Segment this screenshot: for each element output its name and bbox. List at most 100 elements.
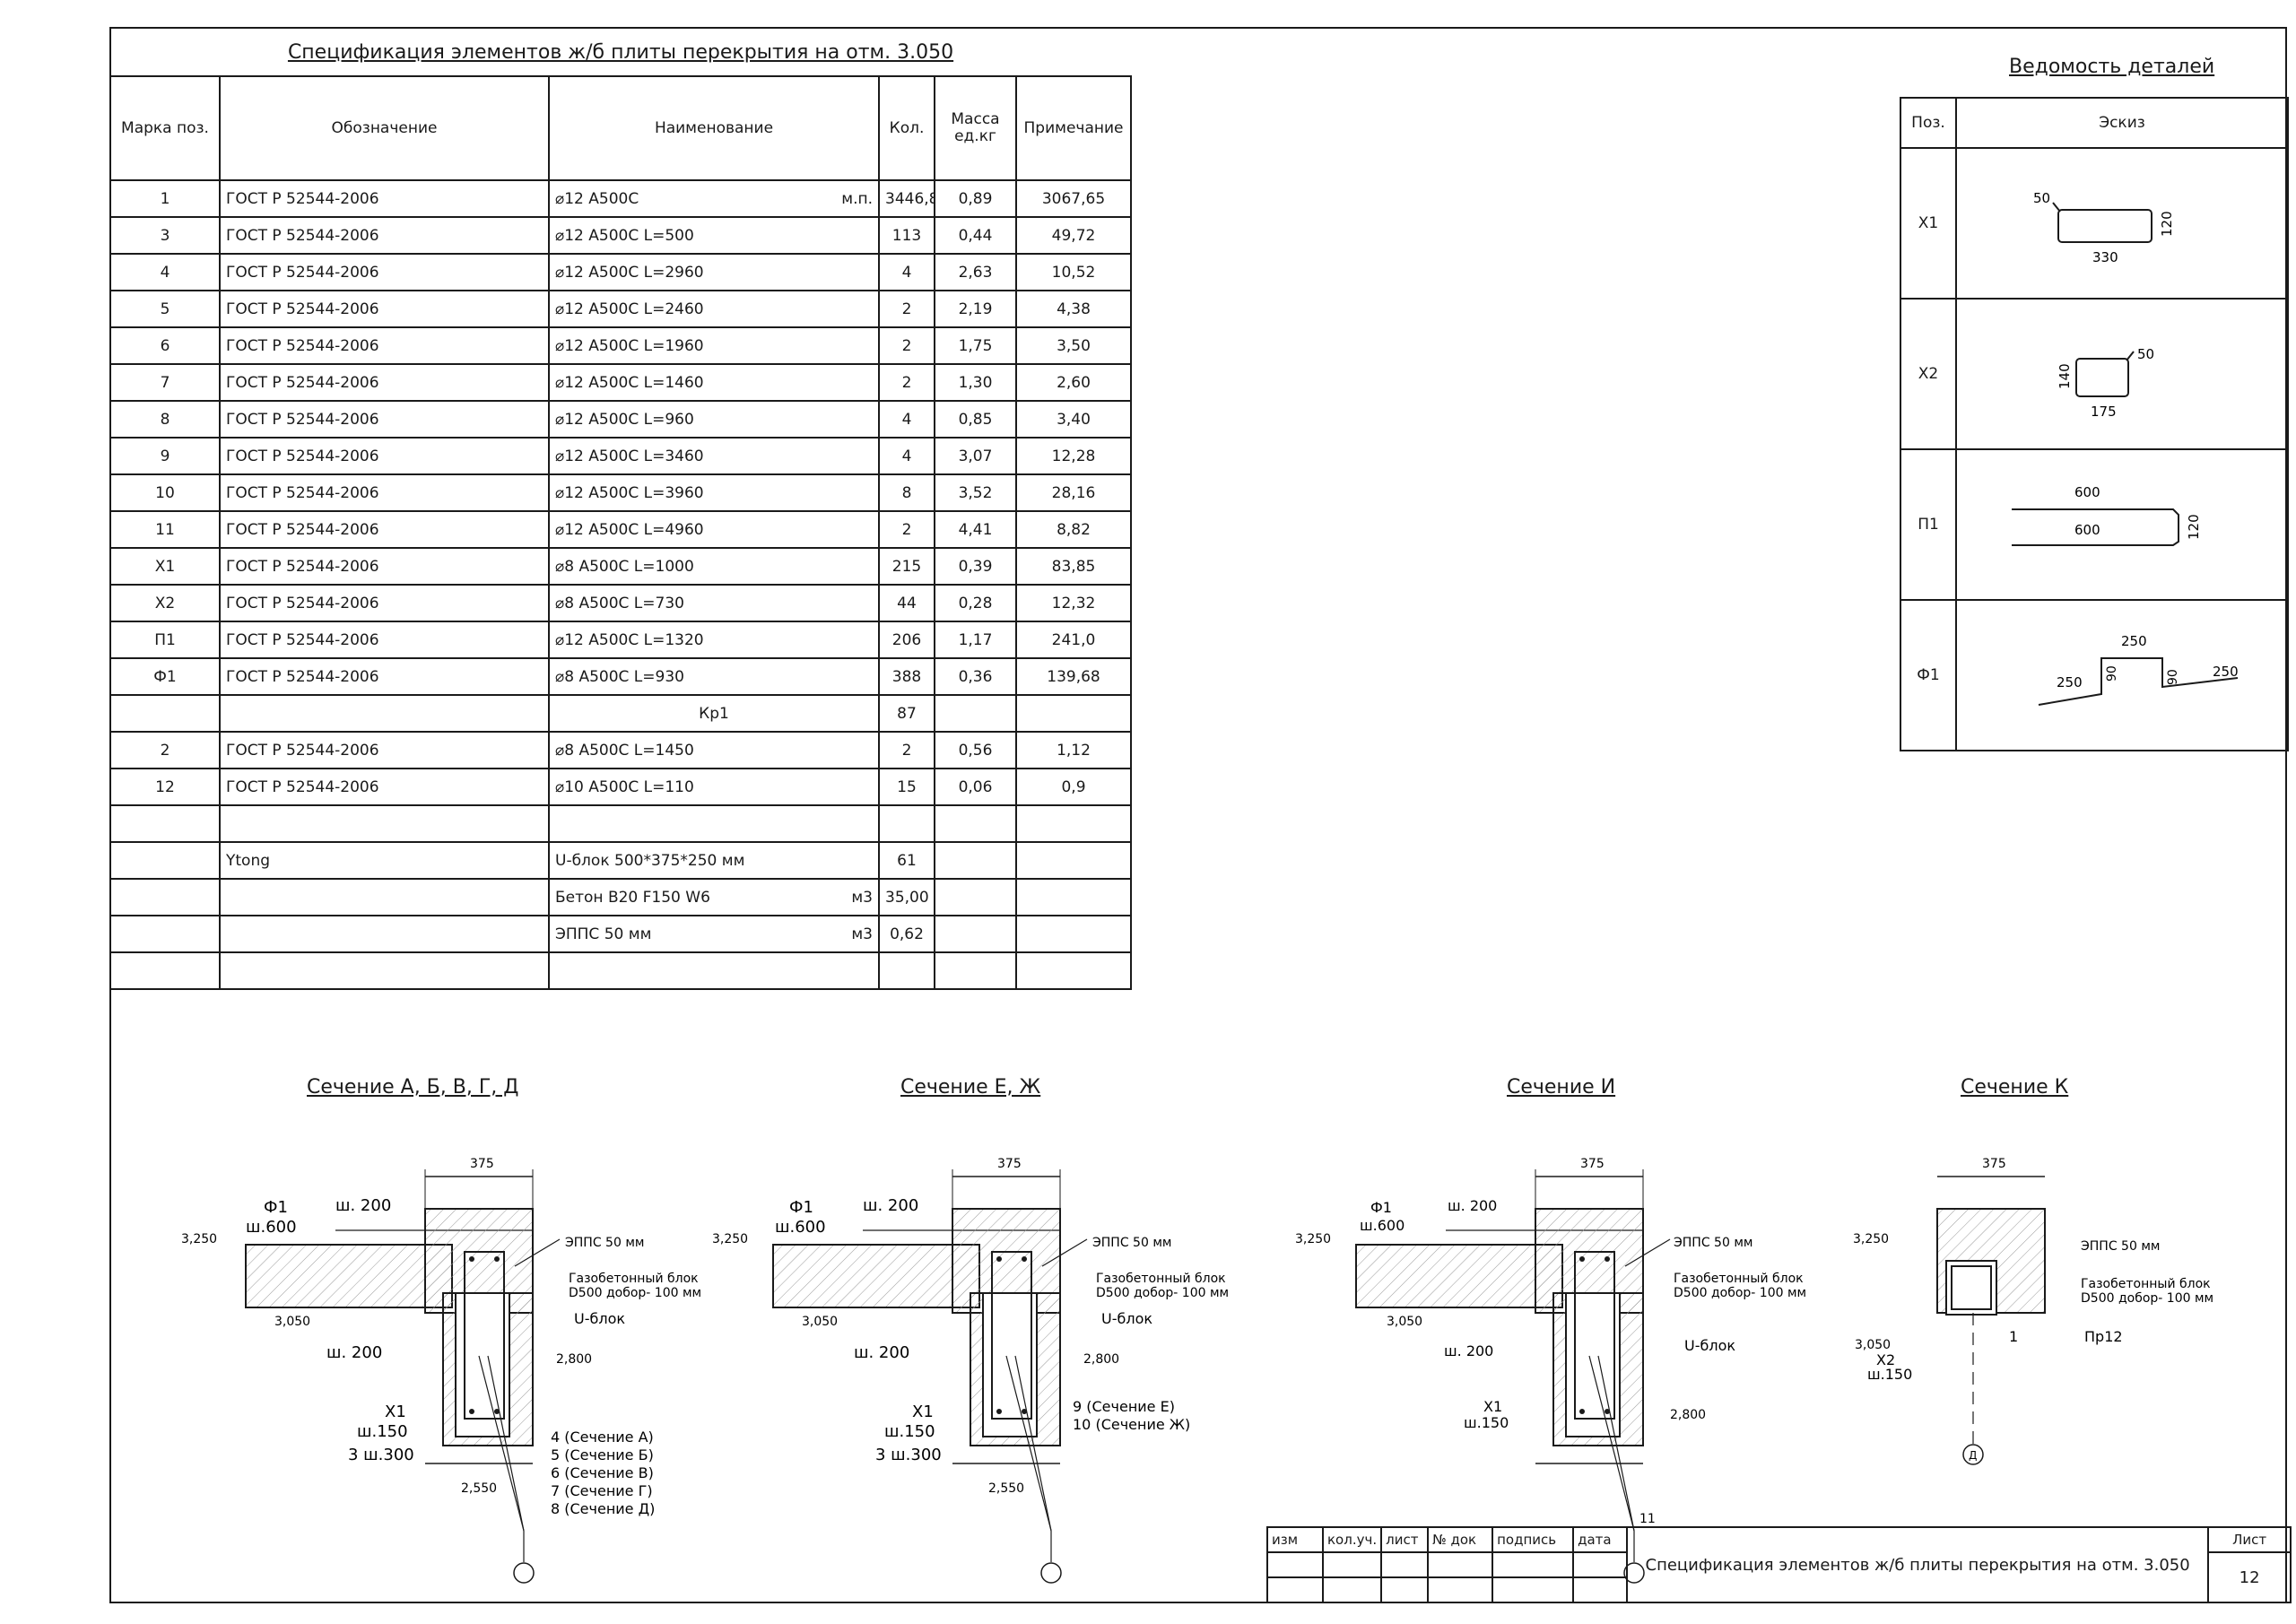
svg-text:U-блок: U-блок — [1101, 1310, 1152, 1327]
cell-mass: 0,36 — [934, 657, 1017, 696]
cell-name-text: ⌀8 А500С L=1450 — [555, 741, 694, 760]
svg-text:1: 1 — [2009, 1328, 2018, 1345]
cell-qty — [878, 951, 935, 990]
cell-mass: 3,07 — [934, 437, 1017, 475]
cell-name: Кр1 — [548, 694, 880, 733]
cell-note: 12,32 — [1014, 584, 1133, 622]
col-mass-header: Масса ед.кг — [934, 75, 1017, 181]
cell-mass: 2,19 — [934, 290, 1017, 328]
svg-text:10 (Сечение Ж): 10 (Сечение Ж) — [1073, 1416, 1190, 1433]
cell-note: 8,82 — [1014, 510, 1133, 549]
cell-designation: ГОСТ Р 52544-2006 — [219, 437, 550, 475]
stamp-col-izm: изм — [1266, 1526, 1324, 1553]
cell-mass: 0,06 — [934, 768, 1017, 806]
section-title-k: Сечение К — [1961, 1076, 2069, 1099]
cell-name: ⌀12 А500С L=960 — [548, 400, 880, 439]
svg-text:ЭППС 50 мм: ЭППС 50 мм — [1674, 1236, 1752, 1250]
cell-mass — [934, 694, 1017, 733]
svg-text:120: 120 — [2186, 514, 2202, 540]
cell-name: ⌀8 А500С L=1450 — [548, 731, 880, 769]
cell-note: 139,68 — [1014, 657, 1133, 696]
cell-designation: ГОСТ Р 52544-2006 — [219, 326, 550, 365]
svg-text:ш.600: ш.600 — [1360, 1217, 1405, 1234]
details-sketch-header: Эскиз — [1955, 97, 2289, 149]
cell-mark: 8 — [109, 400, 221, 439]
section-title-i: Сечение И — [1507, 1076, 1616, 1099]
svg-text:3,250: 3,250 — [181, 1232, 217, 1246]
cell-mark — [109, 804, 221, 843]
svg-text:330: 330 — [2092, 249, 2118, 265]
svg-text:250: 250 — [2121, 633, 2147, 649]
detail-pos: Ф1 — [1900, 599, 1957, 751]
svg-text:3,050: 3,050 — [274, 1315, 310, 1329]
svg-text:3,050: 3,050 — [1387, 1315, 1422, 1329]
cell-mark: Ф1 — [109, 657, 221, 696]
detail-pos: Х2 — [1900, 298, 1957, 450]
detail-sketch-x1: 50 120 330 — [1955, 147, 2289, 300]
svg-text:D500 добор- 100 мм: D500 добор- 100 мм — [1096, 1286, 1229, 1300]
cell-mark: 12 — [109, 768, 221, 806]
svg-text:ш.150: ш.150 — [1464, 1414, 1509, 1431]
svg-text:2,550: 2,550 — [988, 1481, 1024, 1496]
cell-designation — [219, 915, 550, 953]
cell-mark: П1 — [109, 621, 221, 659]
section-drawing-k: 375 3,250 3,050 Х2 ш.150 ЭППС 50 мм Газо… — [1853, 1157, 2213, 1465]
svg-text:9 (Сечение Е): 9 (Сечение Е) — [1073, 1398, 1175, 1415]
svg-text:D500 добор- 100 мм: D500 добор- 100 мм — [1674, 1286, 1806, 1300]
cell-name: ⌀12 А500С L=3960 — [548, 473, 880, 512]
stamp-col-list: лист — [1380, 1526, 1430, 1553]
svg-text:600: 600 — [2074, 484, 2100, 500]
cell-name-text: ⌀12 А500С L=500 — [555, 226, 694, 245]
details-pos-header: Поз. — [1900, 97, 1957, 149]
cell-mass: 1,75 — [934, 326, 1017, 365]
cell-mass: 0,44 — [934, 216, 1017, 255]
svg-text:120: 120 — [2159, 211, 2175, 237]
cell-mass: 0,39 — [934, 547, 1017, 586]
svg-text:ЭППС 50 мм: ЭППС 50 мм — [1092, 1236, 1171, 1250]
cell-qty: 4 — [878, 437, 935, 475]
svg-text:375: 375 — [1580, 1157, 1605, 1171]
cell-designation: ГОСТ Р 52544-2006 — [219, 731, 550, 769]
cell-designation: ГОСТ Р 52544-2006 — [219, 547, 550, 586]
cell-name: ⌀12 А500С L=1460 — [548, 363, 880, 402]
svg-text:3,050: 3,050 — [1855, 1338, 1891, 1352]
cell-name-text: Кр1 — [699, 704, 729, 723]
cell-name-text: Бетон В20 F150 W6 — [555, 888, 710, 907]
cell-mark: 11 — [109, 510, 221, 549]
cell-name-text: ⌀12 А500С L=3460 — [555, 447, 704, 465]
cell-note — [1014, 694, 1133, 733]
cell-qty: 206 — [878, 621, 935, 659]
col-note-header: Примечание — [1014, 75, 1133, 181]
cell-designation — [219, 804, 550, 843]
cell-mass — [934, 915, 1017, 953]
stamp-sheet-label: Лист — [2207, 1526, 2292, 1553]
stamp-col-data: дата — [1572, 1526, 1629, 1553]
svg-text:50: 50 — [2137, 346, 2154, 362]
cell-designation — [219, 951, 550, 990]
cell-name-text: ⌀12 А500С L=1960 — [555, 336, 704, 355]
svg-text:ш. 200: ш. 200 — [863, 1196, 918, 1215]
cell-name: ⌀12 А500С L=2460 — [548, 290, 880, 328]
svg-text:90: 90 — [2166, 669, 2180, 685]
cell-qty: 388 — [878, 657, 935, 696]
cell-mass: 2,63 — [934, 253, 1017, 291]
cell-mark — [109, 951, 221, 990]
title-block: изм кол.уч. лист № док подпись дата Спец… — [1266, 1526, 2292, 1603]
cell-qty: 3446,8 — [878, 179, 935, 218]
detail-pos: Х1 — [1900, 147, 1957, 300]
cell-name: U-блок 500*375*250 мм — [548, 841, 880, 880]
cell-note: 3067,65 — [1014, 179, 1133, 218]
cell-designation: ГОСТ Р 52544-2006 — [219, 216, 550, 255]
cell-qty: 2 — [878, 731, 935, 769]
section-title-a: Сечение А, Б, В, Г, Д — [307, 1076, 519, 1099]
